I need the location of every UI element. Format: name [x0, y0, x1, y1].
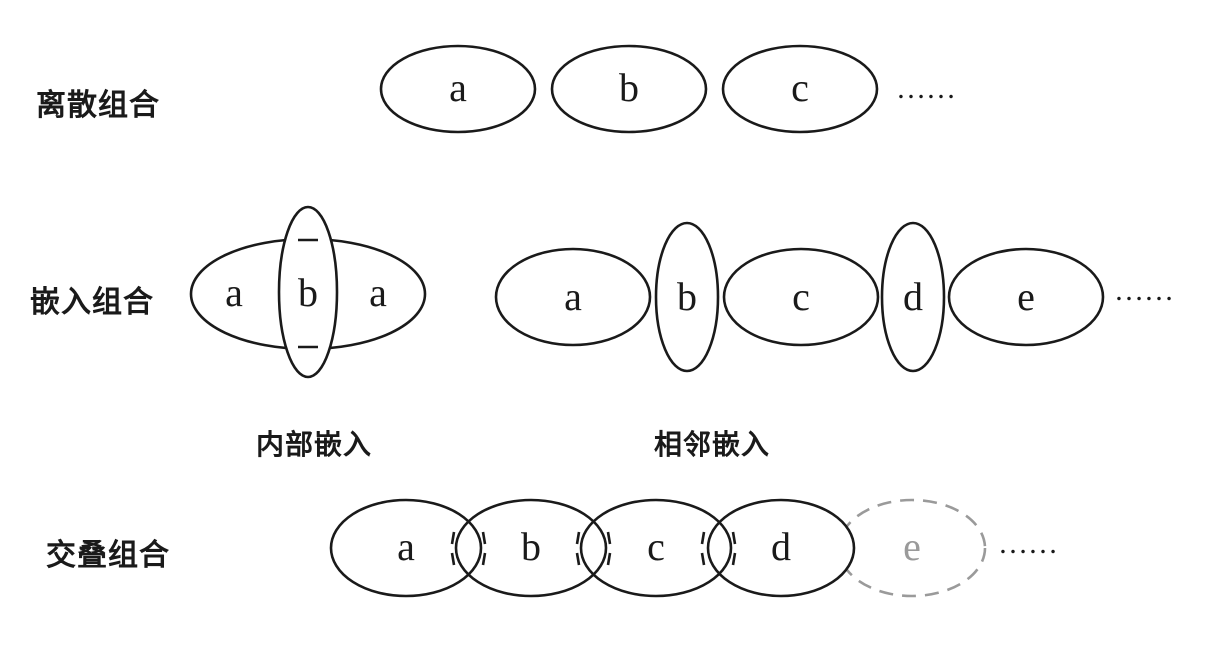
- overlap-letter-e: e: [903, 524, 921, 569]
- internal-inner-ellipse: [277, 205, 339, 379]
- overlap-dash-7: [606, 531, 612, 545]
- discrete-ellipsis: ……: [896, 72, 956, 105]
- adjacent-letter-e: e: [1017, 274, 1035, 319]
- internal-letter-right: a: [369, 270, 387, 315]
- overlap-dash-10: [700, 552, 706, 566]
- overlap-dash-2: [450, 552, 456, 566]
- overlap-dash-6: [575, 552, 581, 566]
- overlap-dash-11: [731, 531, 737, 545]
- overlap-ellipse-c: [579, 498, 733, 598]
- embedded-combination-label: 嵌入组合: [30, 285, 154, 320]
- adjacent-ellipse-a: [494, 247, 652, 347]
- adjacent-ellipse-b: [654, 221, 720, 373]
- overlap-dash-4: [481, 552, 487, 566]
- overlap-dash-5: [575, 531, 581, 545]
- overlap-ellipse-d-backing: [708, 500, 854, 596]
- adjacent-ellipse-d: [880, 221, 946, 373]
- discrete-ellipse-c: [721, 44, 879, 134]
- adjacent-ellipse-e: [947, 247, 1105, 347]
- internal-embedding-group: a b a: [189, 205, 427, 379]
- overlap-ellipse-b: [454, 498, 608, 598]
- overlap-letter-a: a: [397, 524, 415, 569]
- overlap-dash-marks: [450, 531, 737, 566]
- overlap-group: a b c d e ……: [329, 498, 1058, 598]
- internal-embedding-caption: 内部嵌入: [256, 428, 373, 461]
- overlap-dash-12: [731, 552, 737, 566]
- adjacent-letter-c: c: [792, 274, 810, 319]
- overlap-letter-c: c: [647, 524, 665, 569]
- adjacent-letter-a: a: [564, 274, 582, 319]
- overlap-letter-b: b: [521, 524, 541, 569]
- overlap-ellipse-a: [329, 498, 483, 598]
- overlap-dash-8: [606, 552, 612, 566]
- overlap-combination-label: 交叠组合: [46, 538, 170, 573]
- discrete-letter-c: c: [791, 65, 809, 110]
- discrete-ellipse-b: [550, 44, 708, 134]
- discrete-ellipse-a: [379, 44, 537, 134]
- overlap-dash-1: [450, 531, 456, 545]
- overlap-dash-3: [481, 531, 487, 545]
- overlap-letter-d: d: [771, 524, 791, 569]
- discrete-combination-label: 离散组合: [36, 88, 160, 123]
- adjacent-embedding-group: a b c d e ……: [494, 221, 1174, 373]
- internal-inner-backing: [279, 207, 337, 377]
- adjacent-letter-b: b: [677, 274, 697, 319]
- discrete-letter-a: a: [449, 65, 467, 110]
- adjacent-embedding-caption: 相邻嵌入: [654, 428, 771, 461]
- adjacent-ellipse-d-backing: [882, 223, 944, 371]
- overlap-ellipsis: ……: [998, 527, 1058, 560]
- internal-letter-inner: b: [298, 270, 318, 315]
- adjacent-letter-d: d: [903, 274, 923, 319]
- internal-letter-left: a: [225, 270, 243, 315]
- adjacent-ellipsis: ……: [1114, 274, 1174, 307]
- discrete-group: a b c ……: [379, 44, 956, 134]
- overlap-dash-9: [700, 531, 706, 545]
- discrete-letter-b: b: [619, 65, 639, 110]
- overlap-ellipse-d: [706, 498, 856, 598]
- adjacent-ellipse-b-backing: [656, 223, 718, 371]
- adjacent-ellipse-c: [722, 247, 880, 347]
